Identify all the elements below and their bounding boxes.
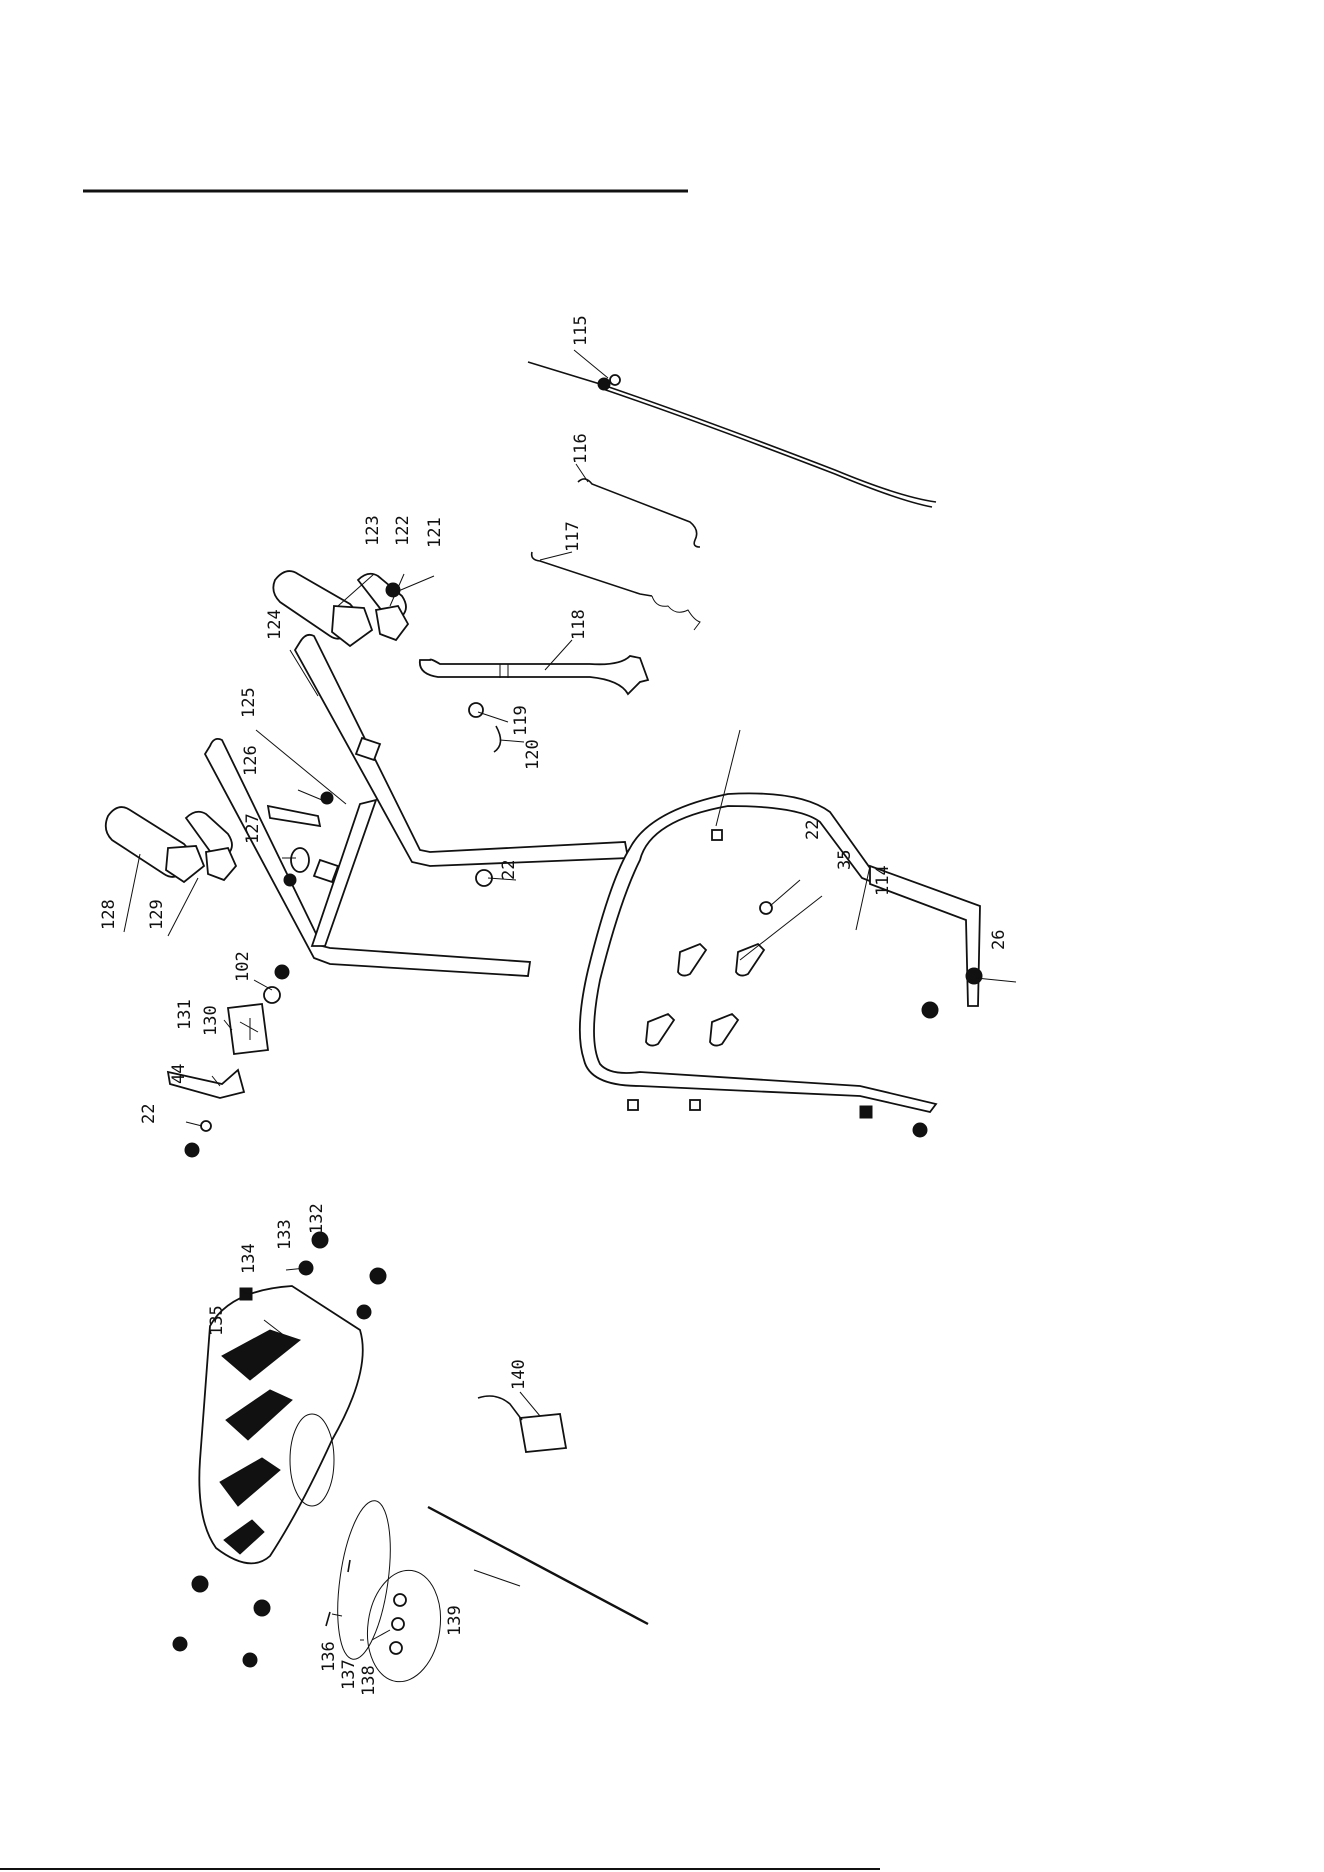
label-121: 121 (425, 517, 445, 548)
knob-b4 (243, 1653, 257, 1667)
knob-135b (370, 1268, 386, 1284)
label-128: 128 (99, 899, 119, 930)
label-118: 118 (569, 609, 589, 640)
grip-123 (273, 571, 372, 646)
nut-102b (275, 965, 289, 979)
clip-120 (494, 726, 501, 752)
label-126: 126 (241, 745, 261, 776)
label-138: 138 (359, 1665, 379, 1696)
clip-134 (240, 1288, 252, 1300)
label-127: 127 (243, 813, 263, 844)
bolt-26b (922, 1002, 938, 1018)
label-130: 130 (201, 1005, 221, 1036)
label-123: 123 (363, 515, 383, 546)
lower-handle-114 (580, 730, 980, 1112)
label-132: 132 (307, 1203, 327, 1234)
knob-b2 (173, 1637, 187, 1651)
label-129: 129 (147, 899, 167, 930)
nut-119 (469, 703, 483, 717)
label-119: 119 (511, 705, 531, 736)
hole-138b (392, 1618, 404, 1630)
hole-138a (394, 1594, 406, 1606)
label-135: 135 (207, 1305, 227, 1336)
bolts-35 (646, 944, 764, 1046)
knob-22a (185, 1143, 199, 1157)
label-26: 26 (989, 930, 1009, 950)
knob-b3 (254, 1600, 270, 1616)
knob-135c (357, 1305, 371, 1319)
label-134: 134 (239, 1243, 259, 1274)
label-125: 125 (239, 687, 259, 718)
label-22a: 22 (139, 1104, 159, 1124)
label-120: 120 (523, 739, 543, 770)
bracket-130 (228, 1004, 268, 1054)
bolt-26 (966, 968, 982, 984)
label-114: 114 (873, 865, 893, 896)
label-115: 115 (571, 315, 591, 346)
nut-22c (760, 902, 772, 914)
label-35: 35 (835, 850, 855, 870)
label-139: 139 (445, 1605, 465, 1636)
label-116: 116 (571, 433, 591, 464)
label-137: 137 (339, 1659, 359, 1690)
label-117: 117 (563, 521, 583, 552)
label-22b: 22 (499, 860, 519, 880)
label-22c: 22 (803, 820, 823, 840)
nut-lower (860, 1106, 872, 1118)
bolt-lower (913, 1123, 927, 1137)
lever-118 (420, 656, 648, 694)
label-136: 136 (319, 1641, 339, 1672)
spring-44 (201, 1121, 211, 1131)
nut-left2 (628, 1100, 638, 1110)
spring-127 (284, 848, 309, 886)
nut-left3 (690, 1100, 700, 1110)
label-44: 44 (169, 1064, 189, 1084)
label-131: 131 (175, 999, 195, 1030)
switch-140 (478, 1396, 566, 1452)
label-102: 102 (233, 951, 253, 982)
latch-126 (268, 792, 333, 826)
hole-138c (390, 1642, 402, 1654)
cable-116 (578, 479, 700, 547)
label-133: 133 (275, 1219, 295, 1250)
knob-b1 (192, 1576, 208, 1592)
gasket-137 (329, 1497, 399, 1662)
label-140: 140 (509, 1359, 529, 1390)
label-122: 122 (393, 515, 413, 546)
label-124: 124 (265, 609, 285, 640)
cable-117 (532, 552, 700, 630)
washer-102 (264, 987, 280, 1003)
nut-left1 (712, 830, 722, 840)
